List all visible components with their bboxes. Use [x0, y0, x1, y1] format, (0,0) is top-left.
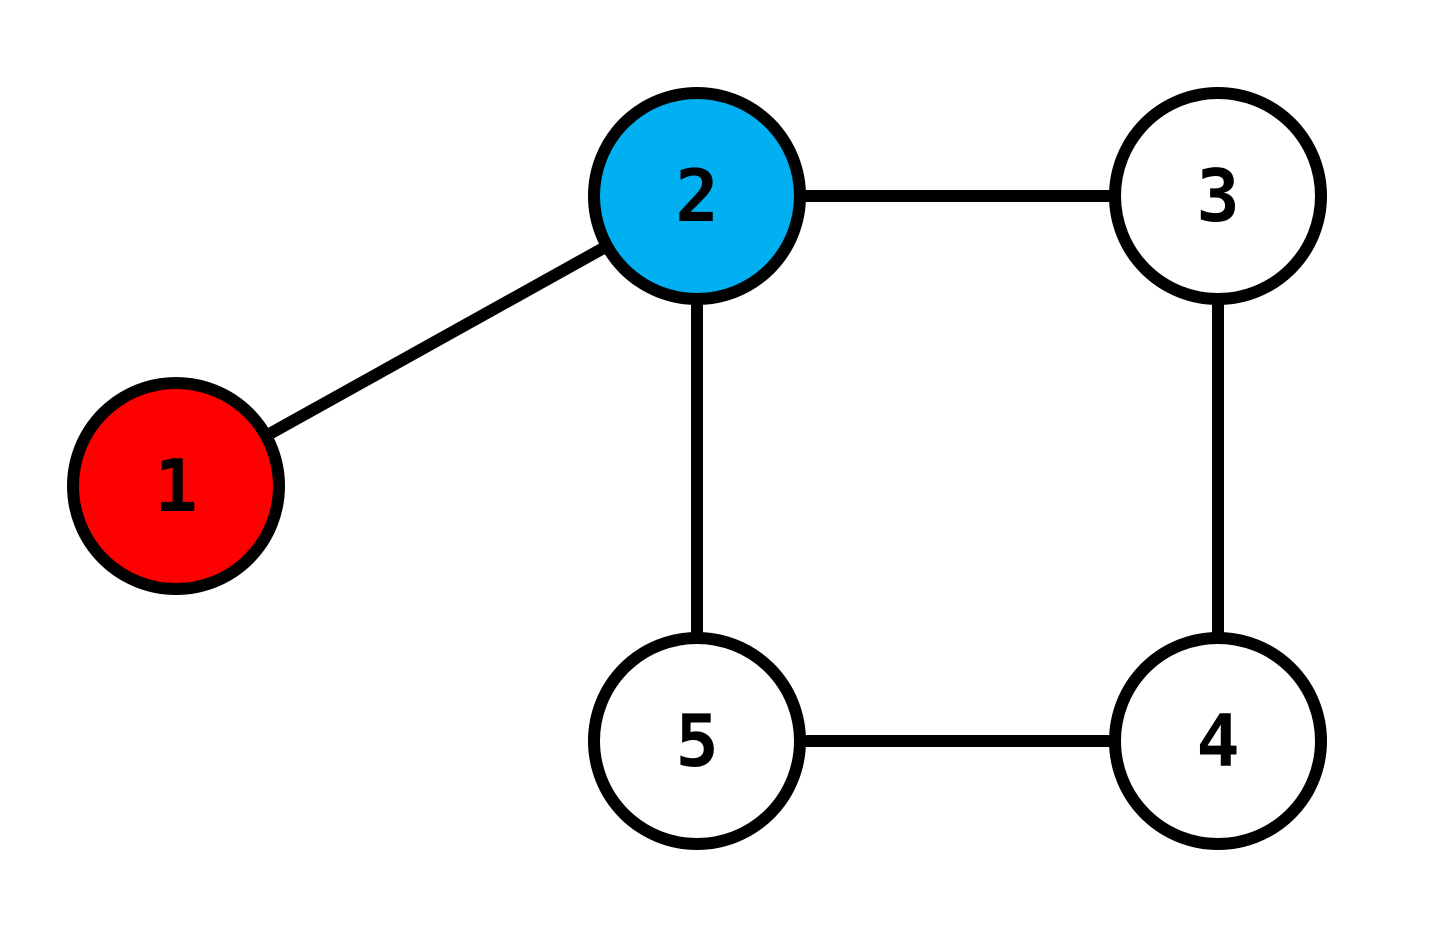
node-1: 1: [67, 377, 285, 595]
node-5: 5: [588, 632, 806, 850]
node-2: 2: [588, 87, 806, 305]
edge-1-2: [263, 240, 610, 442]
node-5-label: 5: [675, 699, 718, 783]
node-3-label: 3: [1196, 154, 1239, 238]
node-1-label: 1: [154, 444, 197, 528]
node-3: 3: [1109, 87, 1327, 305]
node-4-circle: [1109, 632, 1327, 850]
node-2-circle: [588, 87, 806, 305]
node-1-circle: [67, 377, 285, 595]
node-4: 4: [1109, 632, 1327, 850]
node-3-circle: [1109, 87, 1327, 305]
node-2-label: 2: [675, 154, 718, 238]
nodes-layer: 1 2 3 4 5: [67, 87, 1327, 850]
node-4-label: 4: [1196, 699, 1239, 783]
node-5-circle: [588, 632, 806, 850]
edges-layer: [263, 190, 1224, 747]
